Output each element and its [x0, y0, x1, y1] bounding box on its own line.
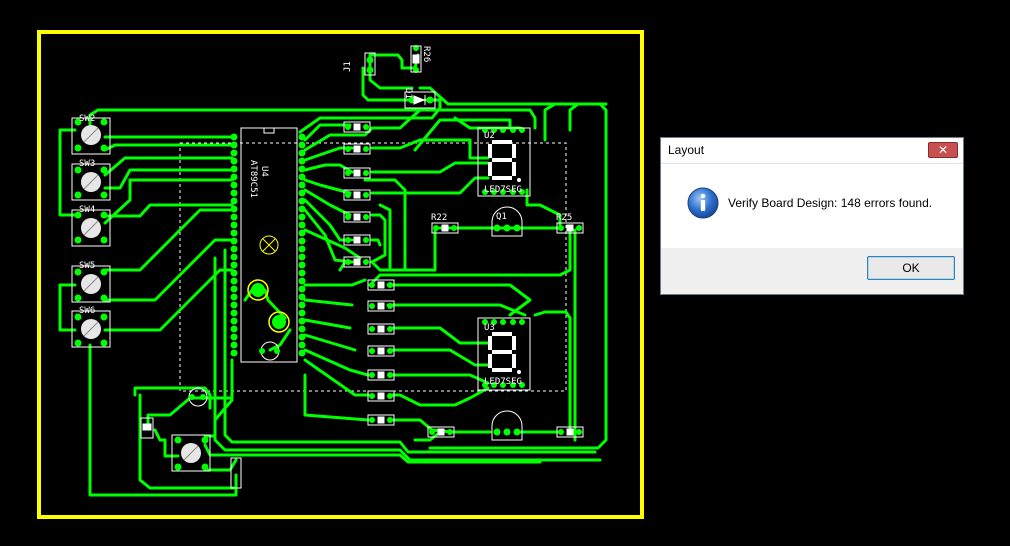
- sw2-label: SW2: [79, 114, 95, 124]
- sw6: [71, 310, 111, 348]
- u2-display: [477, 127, 531, 197]
- ok-button[interactable]: OK: [867, 256, 955, 280]
- u4-left-pins: [230, 133, 238, 357]
- dialog-title: Layout: [668, 143, 705, 157]
- dialog-footer: OK: [661, 248, 963, 294]
- sw5-label: SW5: [79, 261, 95, 271]
- sw-bottom: [171, 434, 211, 472]
- q1-label: Q1: [496, 212, 507, 222]
- u2-part-label: LED7SEG: [484, 185, 522, 195]
- traces: [58, 53, 608, 497]
- sw2: [71, 117, 111, 155]
- u4-ref-label: U4: [259, 166, 269, 177]
- switches: [71, 117, 211, 472]
- r22-label: R22: [431, 213, 447, 223]
- u3-display: [477, 317, 531, 391]
- board-outline: [37, 30, 644, 519]
- resistors: [140, 45, 584, 489]
- sw3-label: SW3: [79, 159, 95, 169]
- u3-ref-label: U3: [484, 323, 495, 333]
- dialog-body: Verify Board Design: 148 errors found.: [661, 164, 963, 248]
- transistors: [491, 206, 523, 441]
- sw6-label: SW6: [79, 306, 95, 316]
- close-button[interactable]: ✕: [928, 142, 958, 158]
- info-icon: [687, 187, 719, 219]
- j1-label: J1: [343, 61, 353, 72]
- u3-part-label: LED7SEG: [484, 377, 522, 387]
- u4-right-pins: [298, 133, 306, 357]
- sw4-label: SW4: [79, 205, 95, 215]
- sw4: [71, 209, 111, 247]
- d1-diode: [404, 91, 436, 109]
- u2-ref-label: U2: [484, 131, 495, 141]
- capacitors: [188, 279, 290, 407]
- dialog-message: Verify Board Design: 148 errors found.: [728, 196, 933, 210]
- d1-label: D1: [403, 88, 413, 99]
- sw5: [71, 265, 111, 303]
- dialog-titlebar[interactable]: Layout ✕: [661, 138, 963, 164]
- layout-dialog: Layout ✕ Verify Board Design: 148 errors…: [660, 137, 964, 295]
- u4-part-label: AT89C51: [248, 160, 258, 198]
- sw3: [71, 163, 111, 201]
- u4-chip: [240, 127, 298, 363]
- placement-region: [179, 142, 567, 392]
- r26-label: R26: [421, 46, 431, 62]
- r25-label: R25: [556, 213, 572, 223]
